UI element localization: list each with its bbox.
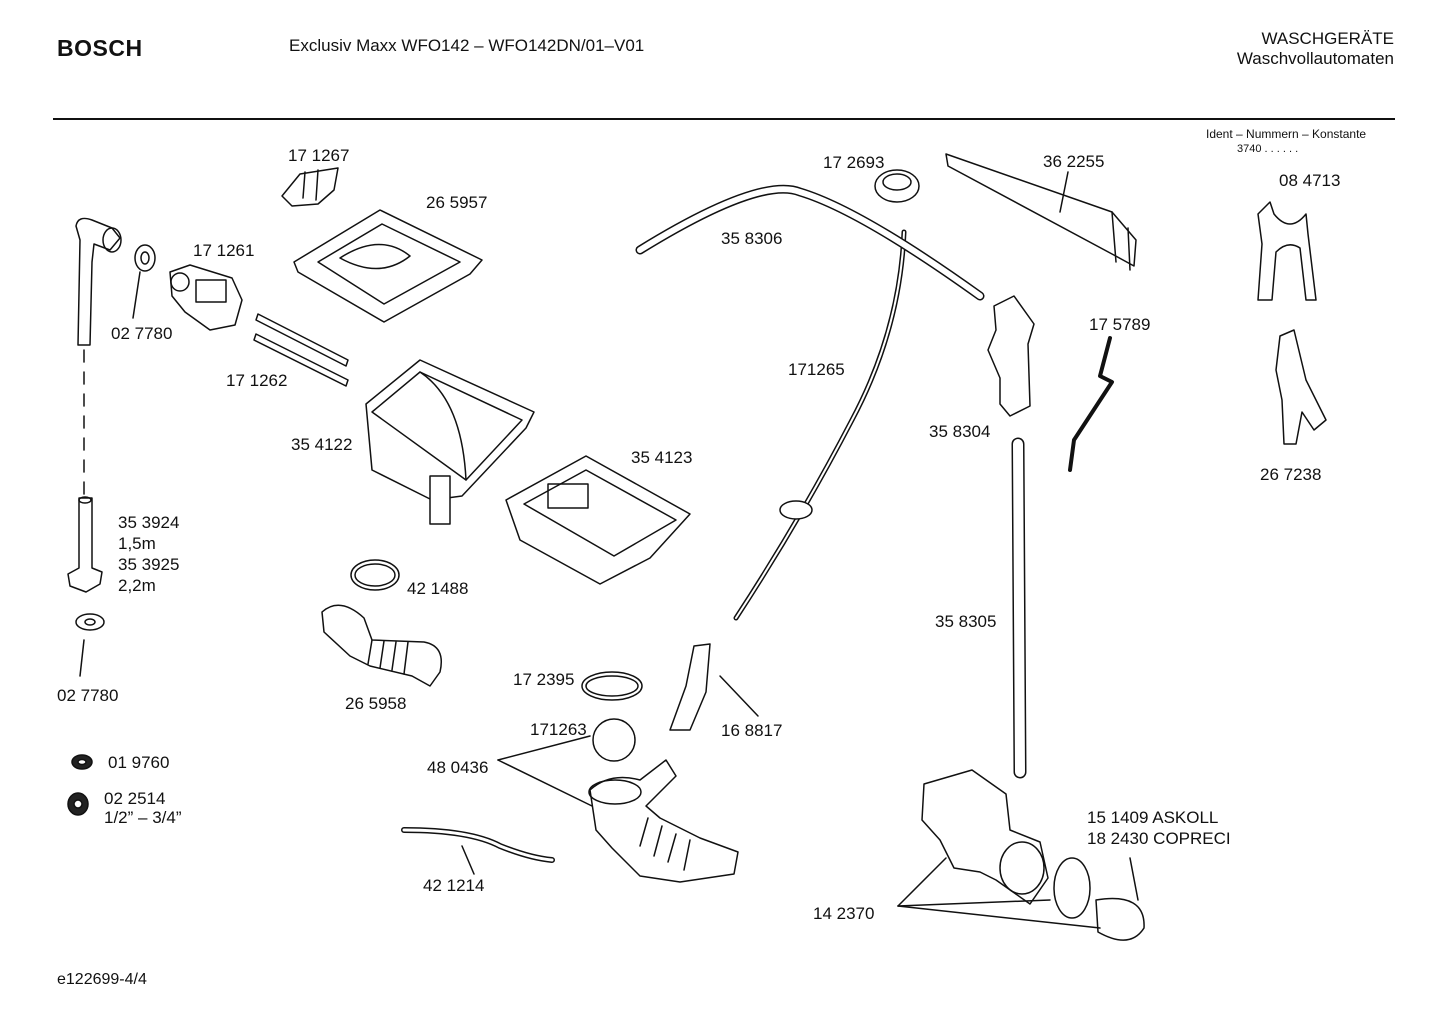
part-label: 42 1214: [423, 876, 485, 895]
ident-value: 3740 . . . . . .: [1237, 143, 1299, 155]
part-label: 15 1409 ASKOLL: [1087, 808, 1219, 827]
part-label: 02 7780: [57, 686, 119, 705]
drawer-housing-part: [365, 359, 535, 525]
part-label: 35 8304: [929, 422, 991, 441]
part-label: 17 1261: [193, 241, 255, 260]
ball-part: [592, 718, 636, 762]
model-title: Exclusiv Maxx WFO142 – WFO142DN/01–V01: [289, 36, 645, 55]
part-label: 171263: [530, 720, 587, 739]
part-label: 171265: [788, 360, 845, 379]
part-label: 02 7780: [111, 324, 173, 343]
part-label: 17 2395: [513, 670, 575, 689]
wire-part: [1068, 336, 1114, 472]
part-label: 18 2430 COPRECI: [1087, 829, 1231, 848]
part-label: 2,2m: [118, 576, 156, 595]
part-label: 48 0436: [427, 758, 489, 777]
part-label: 17 2693: [823, 153, 885, 172]
bellows-hose-part: [321, 604, 442, 687]
drain-pump-part: [921, 769, 1145, 941]
part-label: 36 2255: [1043, 152, 1105, 171]
inlet-hose-part: [67, 217, 122, 677]
valve-part: [169, 264, 243, 331]
part-label: 08 4713: [1279, 171, 1341, 190]
ident-label: Ident – Nummern – Konstante: [1206, 127, 1367, 141]
part-label: 17 1267: [288, 146, 350, 165]
gasket-part: [350, 559, 400, 591]
part-label: 26 5957: [426, 193, 488, 212]
sensor-part: [669, 643, 711, 731]
part-label: 35 4122: [291, 435, 353, 454]
diagram-reference: e122699-4/4: [57, 971, 147, 988]
part-label: 26 7238: [1260, 465, 1322, 484]
part-label: 14 2370: [813, 904, 875, 923]
part-label: 1/2” – 3/4”: [104, 808, 182, 827]
elbow-part: [987, 295, 1035, 417]
clip-part: [1257, 201, 1317, 301]
part-label: 35 3924: [118, 513, 180, 532]
vent-hose-part: [635, 184, 985, 301]
part-label: 02 2514: [104, 789, 166, 808]
part-label: 17 1262: [226, 371, 288, 390]
part-label: 17 5789: [1089, 315, 1151, 334]
part-label: 35 3925: [118, 555, 180, 574]
part-label: 1,5m: [118, 534, 156, 553]
category-title: WASCHGERÄTE: [1261, 29, 1394, 48]
part-label: 35 8305: [935, 612, 997, 631]
pressure-tube-part: [733, 229, 907, 621]
part-label: 01 9760: [108, 753, 170, 772]
rail-bracket-part: [945, 153, 1137, 271]
part-label: 35 4123: [631, 448, 693, 467]
part-label: 16 8817: [721, 721, 783, 740]
part-label: 26 5958: [345, 694, 407, 713]
rods-part: [253, 313, 349, 387]
pressure-switch-part: [874, 169, 920, 203]
header-divider: [53, 118, 1395, 120]
part-label: 35 8306: [721, 229, 783, 248]
drawer-insert-part: [505, 455, 691, 585]
bracket-part: [281, 167, 339, 207]
seal-parts: [67, 754, 93, 816]
subcategory-title: Waschvollautomaten: [1236, 49, 1394, 68]
washer-part: [132, 244, 156, 319]
guide-part: [1275, 329, 1327, 445]
sump-part: [588, 759, 739, 883]
part-label: 42 1488: [407, 579, 469, 598]
dispenser-cover-part: [293, 209, 483, 323]
brand-logo: BOSCH: [57, 35, 143, 61]
